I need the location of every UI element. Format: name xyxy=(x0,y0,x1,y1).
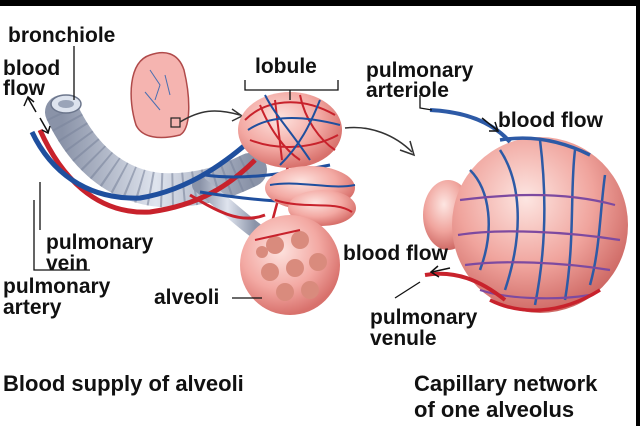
alveoli-sac xyxy=(240,215,340,315)
label-blood-flow-mid-right: blood flow xyxy=(343,243,448,264)
lung-thumbnail xyxy=(131,53,242,138)
zoom-arrow xyxy=(345,127,412,152)
caption-blood-supply: Blood supply of alveoli xyxy=(3,372,244,396)
caption-capillary-network-line1: Capillary network xyxy=(414,372,597,396)
label-pulmonary-artery-line1: pulmonary xyxy=(3,276,110,297)
label-pulmonary-arteriole-line1: pulmonary xyxy=(366,60,473,81)
label-pulmonary-venule-line1: pulmonary xyxy=(370,307,477,328)
label-bronchiole: bronchiole xyxy=(8,25,115,46)
frame-top-edge xyxy=(0,0,640,6)
label-pulmonary-vein-line1: pulmonary xyxy=(46,232,153,253)
frame-right-edge xyxy=(636,0,640,426)
label-blood-flow-left-line2: flow xyxy=(3,78,45,99)
label-pulmonary-venule-line2: venule xyxy=(370,328,437,349)
label-alveoli: alveoli xyxy=(154,287,219,308)
caption-capillary-network-line2: of one alveolus xyxy=(414,398,574,422)
label-pulmonary-artery-line2: artery xyxy=(3,297,61,318)
label-blood-flow-left-line1: blood xyxy=(3,58,60,79)
label-pulmonary-arteriole-line2: arteriole xyxy=(366,80,449,101)
label-lobule: lobule xyxy=(255,56,317,77)
capillary-alveolus xyxy=(423,137,628,313)
label-blood-flow-top-right: blood flow xyxy=(498,110,603,131)
label-pulmonary-vein-line2: vein xyxy=(46,253,88,274)
